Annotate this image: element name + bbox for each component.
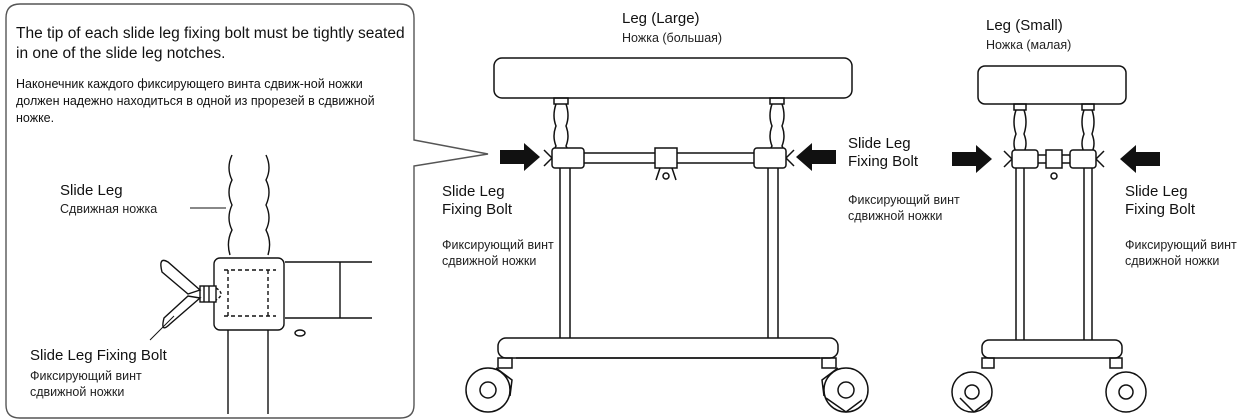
- small-right-bolt-label: Slide Leg Fixing Bolt: [1125, 183, 1196, 218]
- large-right-bolt-label-ru: Фиксирующий винт сдвижной ножки: [848, 193, 960, 223]
- detail-bolt-label: Slide Leg Fixing Bolt: [30, 347, 167, 364]
- large-leg-title-ru: Ножка (большая): [622, 31, 723, 45]
- large-left-bolt-label-ru: Фиксирующий винт сдвижной ножки: [442, 238, 554, 268]
- callout-russian-text: Наконечник каждого фиксирующего винта сд…: [16, 77, 375, 125]
- callout-heading: The tip of each slide leg fixing bolt mu…: [16, 25, 405, 62]
- large-left-arrow: [500, 143, 540, 171]
- large-leg-drawing: [465, 57, 869, 413]
- large-right-bolt-label: Slide Leg Fixing Bolt: [848, 135, 919, 170]
- large-left-bolt-label: Slide Leg Fixing Bolt: [442, 183, 513, 218]
- small-left-arrow: [952, 145, 992, 173]
- detail-slide-leg-label-ru: Сдвижная ножка: [60, 202, 158, 216]
- detail-bolt-label-ru: Фиксирующий винт сдвижной ножки: [30, 369, 142, 399]
- detail-illustration: [149, 154, 372, 414]
- detail-slide-leg-label: Slide Leg: [60, 182, 123, 199]
- small-leg-title-ru: Ножка (малая): [986, 38, 1072, 52]
- small-right-arrow: [1120, 145, 1160, 173]
- callout-bubble: [5, 3, 489, 419]
- small-leg-drawing: [951, 65, 1147, 413]
- small-leg-title: Leg (Small): [986, 17, 1063, 34]
- large-right-arrow: [796, 143, 836, 171]
- small-right-bolt-label-ru: Фиксирующий винт сдвижной ножки: [1125, 238, 1237, 268]
- large-leg-title: Leg (Large): [622, 10, 700, 27]
